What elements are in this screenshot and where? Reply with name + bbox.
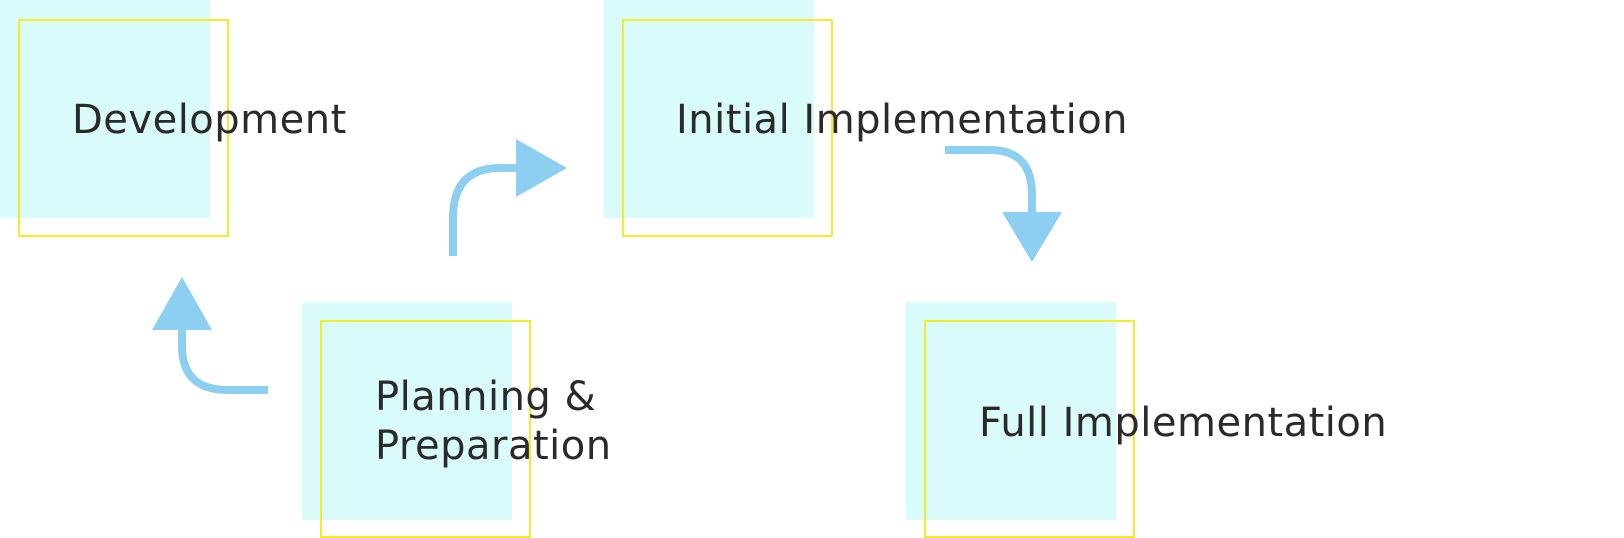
arrow-planning-to-development-shaft [178,326,268,394]
node-initial-implementation-label: Initial Implementation [676,97,1129,143]
node-full-implementation-outline [924,320,1135,538]
arrow-planning-to-development [152,277,268,394]
arrow-planning-to-initial-head [516,139,567,197]
node-development-label: Development [72,97,347,143]
arrow-initial-to-full-shaft [945,146,1036,215]
node-development-outline [18,19,229,237]
arrow-planning-to-initial [449,139,567,256]
arrow-planning-to-initial-shaft [449,164,520,256]
arrow-initial-to-full-head [1002,212,1062,262]
node-full-implementation-label: Full Implementation [979,400,1388,446]
node-planning-preparation-label-line-1: Planning & [375,374,597,420]
node-development-fill [0,0,210,218]
arrow-initial-to-full [945,146,1062,262]
node-initial-implementation-outline [622,19,833,237]
node-planning-preparation-label-line-2: Preparation [375,423,612,469]
node-planning-preparation-fill [302,302,512,520]
arrow-planning-to-development-head [152,277,212,330]
node-initial-implementation-fill [604,0,814,218]
node-planning-preparation-outline [320,320,531,538]
node-full-implementation-fill [906,302,1116,520]
